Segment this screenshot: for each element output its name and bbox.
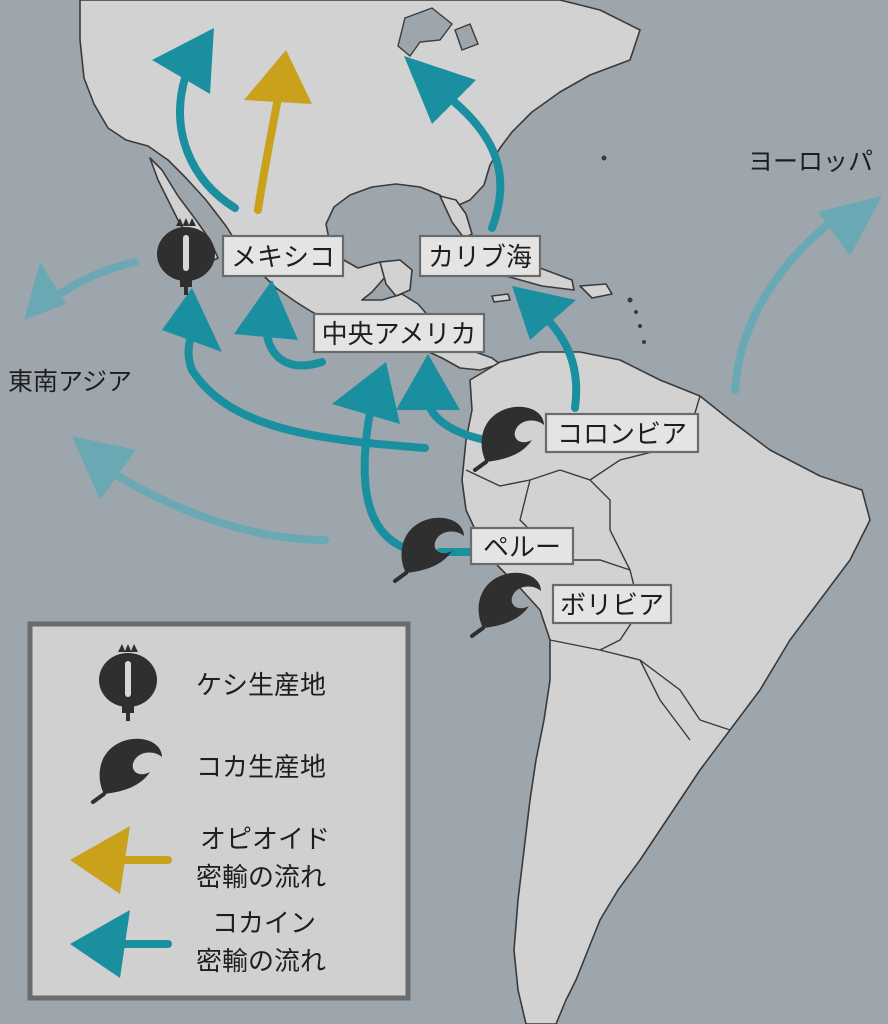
bermuda xyxy=(601,155,607,161)
legend: ケシ生産地 コカ生産地 オピオイド 密輸の流れ コカイン 密輸の流れ xyxy=(27,621,411,1001)
place-label-caribbean: カリブ海 xyxy=(418,234,542,278)
flow-opioid-mexico-to-us xyxy=(254,94,282,214)
flow-central-america-to-mexico xyxy=(262,326,326,370)
flow-to-europe xyxy=(731,211,844,394)
flow-arrowhead xyxy=(332,362,400,424)
yucatan xyxy=(379,259,413,297)
place-label-colombia-text: コロンビア xyxy=(557,420,687,450)
florida xyxy=(439,195,473,239)
flow-peru-to-central-america xyxy=(360,408,409,552)
region-label-europe: ヨーロッパ xyxy=(748,147,873,176)
jamaica xyxy=(491,293,511,303)
legend-cocaine-arrowhead xyxy=(70,910,130,978)
place-label-central-america-text: 中央アメリカ xyxy=(322,320,477,350)
place-label-mexico-text: メキシコ xyxy=(231,243,335,273)
place-label-bolivia-text: ボリビア xyxy=(560,591,664,621)
flow-arrowhead xyxy=(162,288,222,352)
legend-opioid-arrowhead xyxy=(70,826,130,894)
lesser-antilles xyxy=(634,310,638,314)
place-label-caribbean-text: カリブ海 xyxy=(428,243,532,273)
south-america-landmass xyxy=(461,351,871,1024)
flow-arrowhead xyxy=(244,50,312,104)
legend-coca-label: コカ生産地 xyxy=(196,753,326,783)
flow-arrowhead xyxy=(152,28,214,94)
great-lakes xyxy=(397,7,479,58)
lesser-antilles xyxy=(627,297,633,303)
legend-opioid-label-line1: オピオイド xyxy=(200,825,330,855)
region-label-southeast-asia: 東南アジア xyxy=(8,367,132,396)
flow-arrowhead xyxy=(24,262,66,320)
legend-opioid-label-line2: 密輸の流れ xyxy=(196,863,326,893)
flow-arrowhead xyxy=(396,354,460,410)
lesser-antilles xyxy=(638,324,642,328)
place-label-bolivia: ボリビア xyxy=(551,583,673,625)
place-label-peru: ペルー xyxy=(469,526,575,566)
flow-colombia-to-pacific xyxy=(184,321,429,452)
legend-poppy-label: ケシ生産地 xyxy=(196,671,326,701)
flow-caribbean-to-east-us xyxy=(448,96,505,232)
north-america-landmass xyxy=(79,0,641,371)
legend-cocaine-label-line2: 密輸の流れ xyxy=(196,947,326,977)
flow-arrowhead xyxy=(72,436,136,500)
place-label-mexico: メキシコ xyxy=(221,234,345,278)
flow-to-southeast-asia-lower xyxy=(96,461,329,544)
lesser-antilles xyxy=(642,340,646,344)
flow-arrowhead xyxy=(512,286,576,340)
flow-arrowhead xyxy=(234,280,298,340)
place-label-colombia: コロンビア xyxy=(544,412,700,454)
legend-cocaine-label-line1: コカイン xyxy=(212,909,316,939)
hispaniola xyxy=(579,283,613,299)
flow-arrowhead xyxy=(818,196,882,256)
flow-arrowhead xyxy=(404,56,476,124)
place-label-central-america: 中央アメリカ xyxy=(312,312,486,354)
flow-mexico-to-west-us xyxy=(176,74,239,212)
place-label-peru-text: ペルー xyxy=(483,533,561,563)
